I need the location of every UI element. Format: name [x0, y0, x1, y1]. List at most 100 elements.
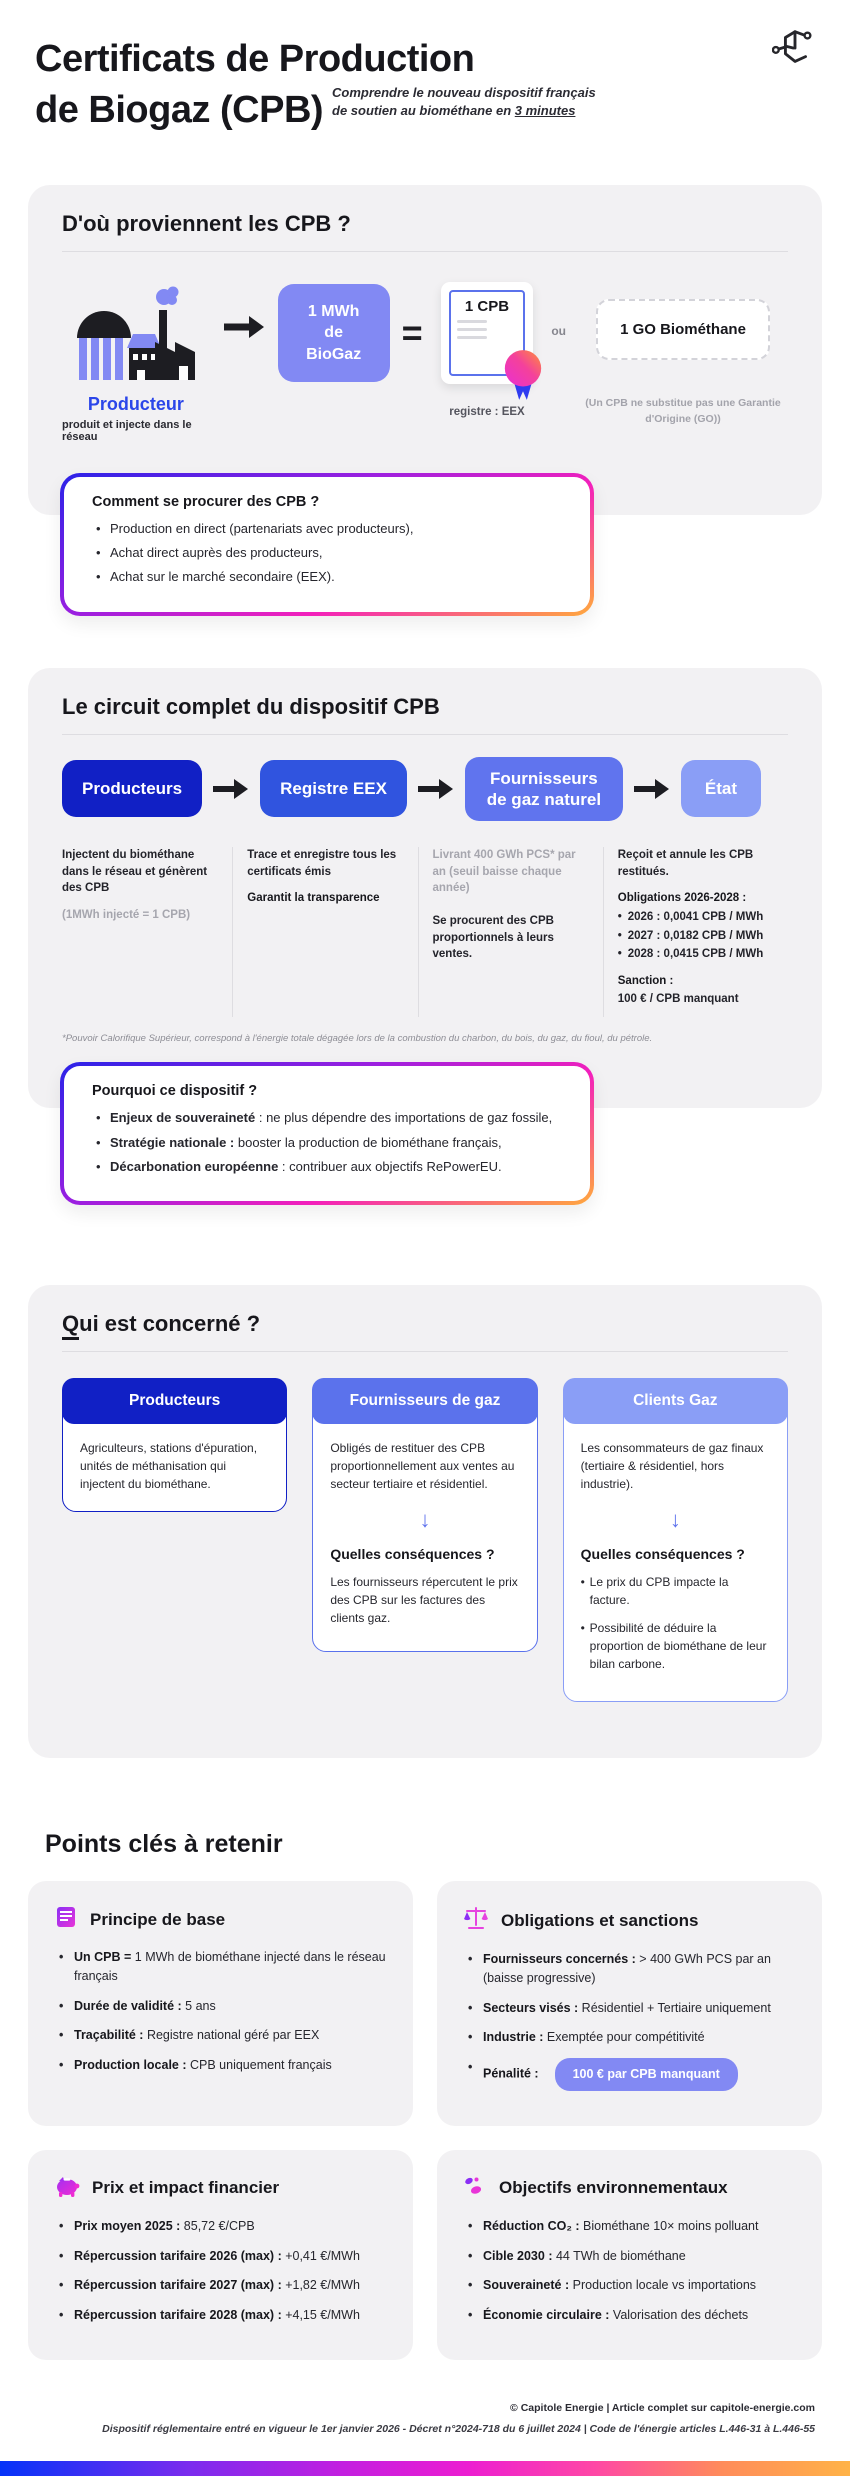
list-item: Production en direct (partenariats avec …	[92, 520, 562, 538]
penalty-badge: 100 € par CPB manquant	[554, 2058, 738, 2091]
go-biomethane-box: 1 GO Biométhane	[596, 298, 770, 360]
list-item-text: Possibilité de déduire la proportion de …	[589, 1621, 767, 1671]
leaves-icon	[463, 2174, 487, 2203]
divider	[62, 1351, 788, 1352]
list-item-text: CPB uniquement français	[186, 2058, 332, 2072]
list-item-text: Production en direct (partenariats avec …	[110, 521, 414, 536]
list-item-lead: Répercussion tarifaire 2027 (max) :	[74, 2278, 282, 2293]
consequences-title: Quelles conséquences ?	[330, 1546, 495, 1562]
capitole-energie-logo-icon	[771, 26, 818, 75]
circuit-col-fournisseurs: Livrant 400 GWh PCS* par an (seuil baiss…	[417, 847, 603, 1018]
subtitle-text: Comprendre le nouveau dispositif françai…	[332, 85, 596, 118]
list-item: 2026 : 0,0041 CPB / MWh	[618, 909, 774, 926]
kp-card-principe: Principe de base Un CPB = 1 MWh de biomé…	[28, 1881, 413, 2126]
col-bold-text: Garantit la transparence	[247, 892, 380, 905]
who-card-fournisseurs: Fournisseurs de gaz Obligés de restituer…	[312, 1378, 538, 1652]
kp-list: Un CPB = 1 MWh de biométhane injecté dan…	[54, 1948, 387, 2075]
step-producteurs: Producteurs	[62, 760, 203, 818]
mwh-biogaz-box: 1 MWh de BioGaz	[277, 283, 390, 383]
col-text: Trace et enregistre tous les certificats…	[247, 849, 397, 878]
list-item-lead: Durée de validité :	[74, 1998, 182, 2013]
list-item: Possibilité de déduire la proportion de …	[581, 1619, 770, 1673]
kp-list: Prix moyen 2025 : 85,72 €/CPB Répercussi…	[54, 2217, 387, 2325]
keypoints-heading: Points clés à retenir	[45, 1830, 283, 1858]
list-item-lead: Pénalité :	[483, 2066, 539, 2081]
page-header: Certificats de Production de Biogaz (CPB…	[0, 0, 850, 152]
list-item: Durée de validité : 5 ans	[54, 1997, 387, 2016]
consequence-text: Les fournisseurs répercutent le prix des…	[330, 1575, 518, 1625]
list-item-text: +4,15 €/MWh	[281, 2308, 360, 2322]
certificate-icon	[54, 1905, 78, 1934]
list-item-lead: Réduction CO₂ :	[483, 2218, 580, 2233]
pcs-footnote: *Pouvoir Calorifique Supérieur, correspo…	[62, 1033, 653, 1045]
circuit-col-producteurs: Injectent du biométhane dans le réseau e…	[62, 847, 232, 1017]
biogas-plant-icon	[71, 274, 201, 392]
page-title-line1: Certificats de Production	[35, 38, 475, 80]
step-fournisseurs: Fournisseurs de gaz naturel	[464, 756, 623, 822]
certificate-unit: 1 CPB	[435, 274, 542, 418]
list-item-text: Achat direct auprès des producteurs,	[110, 545, 323, 561]
list-item-lead: Cible 2030 :	[483, 2248, 553, 2263]
kp-list: Réduction CO₂ : Biométhane 10× moins pol…	[463, 2217, 796, 2325]
circuit-flow: Producteurs Registre EEX Fournisseurs de…	[62, 756, 788, 822]
subtitle-minutes-link[interactable]: 3 minutes	[514, 102, 576, 118]
consequences-list: Le prix du CPB impacte la facture. Possi…	[581, 1573, 770, 1673]
list-item: Un CPB = 1 MWh de biométhane injecté dan…	[54, 1948, 387, 1986]
mwh-line1: 1 MWh	[307, 302, 360, 320]
kp-card-prix: Prix et impact financier Prix moyen 2025…	[28, 2149, 413, 2360]
equals-sign: =	[401, 312, 423, 353]
go-unit: 1 GO Biométhane (Un CPB ne substitue pas…	[578, 274, 788, 428]
callout-procure-list: Production en direct (partenariats avec …	[92, 520, 562, 587]
keypoints-grid: Principe de base Un CPB = 1 MWh de biomé…	[28, 1881, 822, 2360]
list-item: Réduction CO₂ : Biométhane 10× moins pol…	[463, 2217, 796, 2236]
certificate-caption: registre : EEX	[449, 406, 525, 418]
callout-why-title: Pourquoi ce dispositif ?	[92, 1083, 258, 1100]
divider	[62, 733, 788, 735]
kp-card-title: Principe de base	[90, 1909, 226, 1929]
list-item-text: booster la production de biométhane fran…	[234, 1134, 502, 1150]
page-title-line2: de Biogaz (CPB)	[35, 89, 324, 132]
list-item-lead: Production locale :	[74, 2058, 187, 2072]
list-item: Production locale : CPB uniquement franç…	[54, 2056, 387, 2075]
list-item-lead: Secteurs visés :	[483, 2000, 579, 2015]
kp-card-title: Objectifs environnementaux	[499, 2178, 728, 2198]
certificate-label: 1 CPB	[464, 298, 510, 315]
sanction-title: Sanction :	[617, 975, 674, 988]
col-text: Se procurent des CPB proportionnels à le…	[432, 915, 554, 961]
who-card-body: Obligés de restituer des CPB proportionn…	[330, 1441, 515, 1491]
obligations-list: 2026 : 0,0041 CPB / MWh 2027 : 0,0182 CP…	[618, 909, 774, 963]
list-item-text: 2027 : 0,0182 CPB / MWh	[627, 929, 764, 942]
list-item-text: Résidentiel + Tertiaire uniquement	[578, 2000, 771, 2015]
go-caption: (Un CPB ne substitue pas une Garantie d'…	[585, 397, 781, 425]
list-item-text: Biométhane 10× moins polluant	[579, 2218, 759, 2233]
list-item: 2027 : 0,0182 CPB / MWh	[618, 928, 774, 945]
down-arrow-icon: ↓	[419, 1507, 431, 1532]
kp-card-title: Obligations et sanctions	[501, 1910, 699, 1930]
section-keypoints: Points clés à retenir Principe de base U…	[28, 1830, 822, 2360]
list-item: Pénalité : 100 € par CPB manquant	[463, 2058, 796, 2091]
list-item-text: +0,41 €/MWh	[281, 2248, 360, 2263]
list-item-text: Production locale vs importations	[569, 2278, 757, 2293]
footer-credit[interactable]: © Capitole Energie | Article complet sur…	[510, 2401, 815, 2414]
list-item-text: +1,82 €/MWh	[281, 2278, 360, 2293]
who-card-header: Clients Gaz	[562, 1378, 788, 1424]
callout-procure-title: Comment se procurer des CPB ?	[92, 494, 320, 510]
kp-list: Fournisseurs concernés : > 400 GWh PCS p…	[463, 1950, 796, 2091]
right-arrow-icon	[213, 778, 249, 799]
list-item-lead: Fournisseurs concernés :	[483, 1952, 636, 1966]
list-item-lead: Économie circulaire :	[483, 2308, 610, 2322]
list-item: Le prix du CPB impacte la facture.	[581, 1573, 770, 1609]
sanction-value: 100 € / CPB manquant	[617, 992, 739, 1005]
list-item: Achat direct auprès des producteurs,	[92, 544, 562, 562]
kp-card-obligations: Obligations et sanctions Fournisseurs co…	[437, 1881, 822, 2126]
list-item: Cible 2030 : 44 TWh de biométhane	[463, 2247, 796, 2266]
page-title: Certificats de Production de Biogaz (CPB…	[35, 34, 815, 137]
obligations-title: Obligations 2026-2028 :	[617, 892, 747, 905]
list-item: Stratégie nationale : booster la product…	[92, 1134, 562, 1152]
section-origin-title: D'où proviennent les CPB ?	[62, 211, 351, 236]
who-card-producteurs: Producteurs Agriculteurs, stations d'épu…	[62, 1378, 288, 1512]
origin-diagram: Producteur produit et injecte dans le ré…	[62, 274, 788, 443]
list-item: Décarbonation européenne : contribuer au…	[92, 1158, 562, 1176]
circuit-col-etat: Reçoit et annule les CPB restitués. Obli…	[602, 847, 788, 1018]
mwh-unit: 1 MWh de BioGaz	[277, 274, 390, 392]
